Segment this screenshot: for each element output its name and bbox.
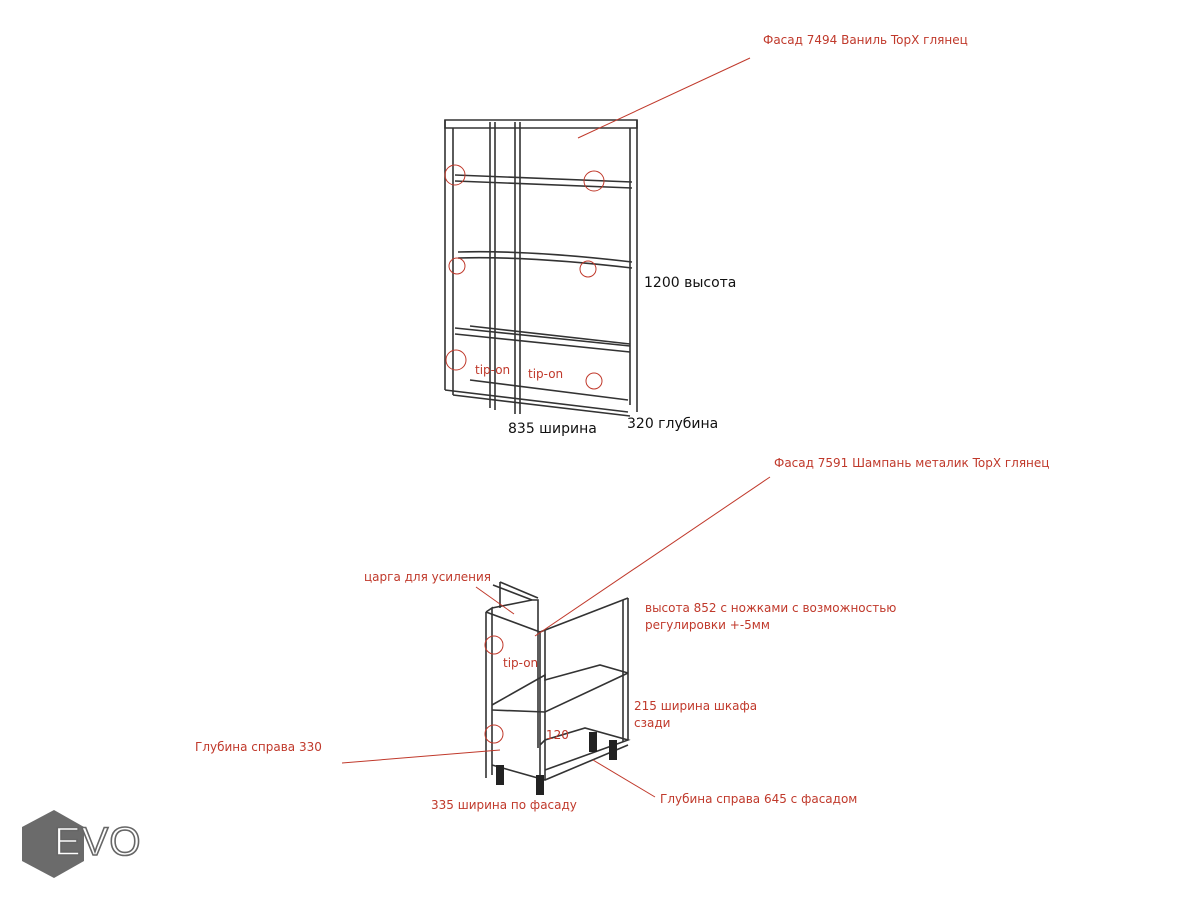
- bottom-cabinet-hinges: [484, 635, 504, 744]
- top-facade-leader: [577, 57, 751, 139]
- top-height-label: 1200 высота: [644, 275, 737, 291]
- back-width-label-2: сзади: [634, 716, 671, 730]
- tip-on-label-right: tip-on: [528, 367, 564, 381]
- bottom-leaders: [341, 476, 771, 798]
- top-width-label: 835 ширина: [508, 421, 597, 437]
- evo-logo: [20, 808, 90, 884]
- top-cabinet-hinges: [444, 164, 605, 390]
- back-width-label-1: 215 ширина шкафа: [634, 699, 758, 713]
- top-depth-label: 320 глубина: [627, 416, 719, 432]
- rail-label: царга для усиления: [364, 570, 492, 584]
- depth-330-label: Глубина справа 330: [195, 740, 322, 754]
- hexagon-logo-icon: [22, 810, 84, 878]
- front-width-label: 335 ширина по фасаду: [431, 798, 577, 812]
- top-facade-label: Фасад 7494 Ваниль TopX глянец: [763, 33, 968, 47]
- dim-120-label: 120: [546, 728, 569, 742]
- bottom-height-label-1: высота 852 с ножками с возможностью: [645, 601, 897, 615]
- bottom-tip-on-label: tip-on: [503, 656, 539, 670]
- logo-text: EVO: [53, 819, 142, 865]
- bottom-height-label-2: регулировки +-5мм: [645, 618, 770, 632]
- bottom-cabinet-legs: [496, 732, 617, 795]
- bottom-facade-label: Фасад 7591 Шампань металик TopX глянец: [774, 456, 1050, 470]
- bottom-cabinet-wireframe: [485, 581, 631, 781]
- depth-645-label: Глубина справа 645 с фасадом: [660, 792, 858, 806]
- tip-on-label-left: tip-on: [475, 363, 511, 377]
